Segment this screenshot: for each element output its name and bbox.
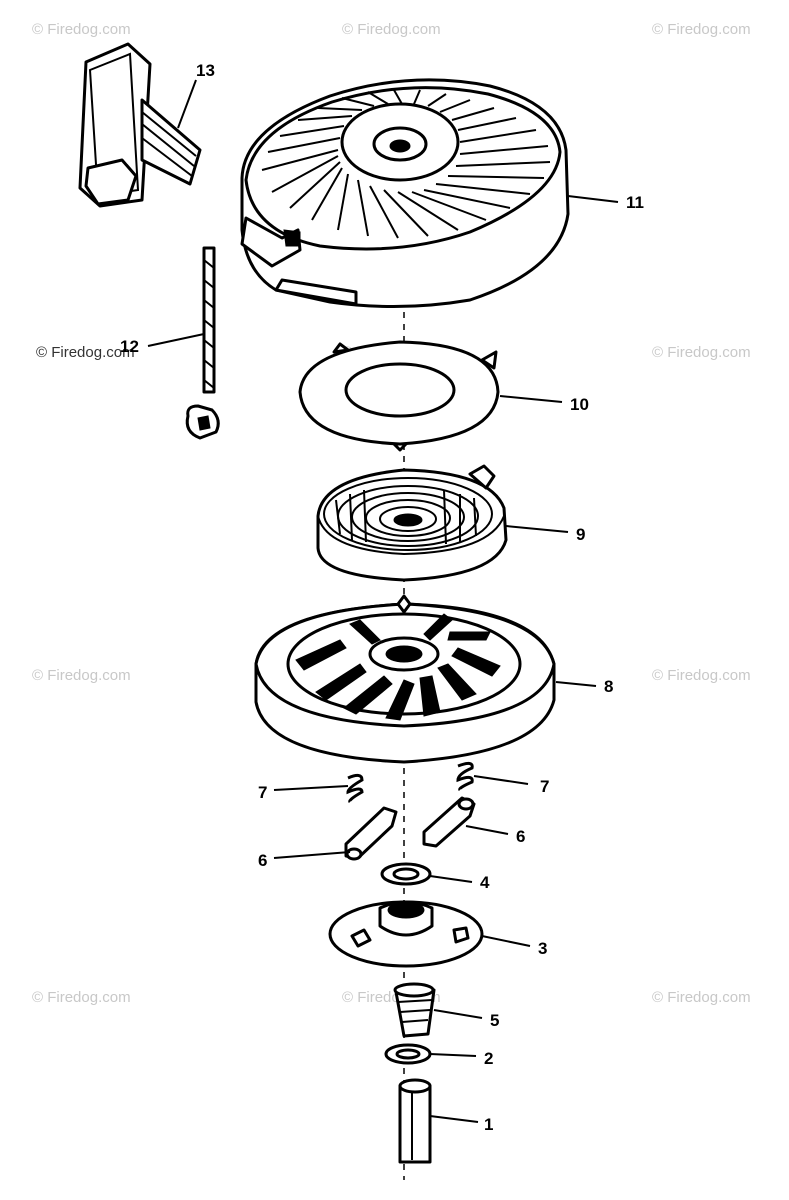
part-5-retainer-spring: [393, 982, 436, 1038]
part-8-rope-pulley: [254, 594, 556, 764]
part-4-washer: [380, 862, 432, 886]
part-11-starter-housing: [240, 78, 570, 309]
callout-11: 11: [626, 193, 644, 212]
leader-lines: [147, 79, 619, 1123]
callout-13: 13: [196, 61, 215, 80]
part-3-pawl-retainer: [328, 900, 484, 968]
callout-4: 4: [480, 873, 490, 892]
watermark-text: © Firedog.com: [652, 989, 751, 1006]
callout-6-left: 6: [258, 851, 267, 870]
watermark-text: © Firedog.com: [36, 344, 135, 361]
callout-7-right: 7: [540, 777, 549, 796]
part-1-center-pin: [398, 1078, 432, 1164]
callout-12: 12: [120, 337, 139, 356]
callout-1: 1: [484, 1115, 493, 1134]
part-6-pawl-left: [344, 806, 398, 861]
callout-8: 8: [604, 677, 613, 696]
watermark-text: © Firedog.com: [32, 21, 131, 38]
part-2-washer: [384, 1043, 432, 1065]
watermark-text: © Firedog.com: [342, 21, 441, 38]
callout-7-left: 7: [258, 783, 267, 802]
part-7-pawl-spring-right: [456, 761, 474, 792]
watermark-text: © Firedog.com: [652, 344, 751, 361]
callout-10: 10: [570, 395, 589, 414]
watermark-text: © Firedog.com: [32, 989, 131, 1006]
part-10-spring-cover-plate: [298, 340, 500, 452]
watermark-text: © Firedog.com: [32, 667, 131, 684]
watermark-text: © Firedog.com: [652, 667, 751, 684]
callout-9: 9: [576, 525, 585, 544]
callout-3: 3: [538, 939, 547, 958]
part-6-pawl-right: [422, 796, 476, 848]
part-9-recoil-spring: [316, 464, 508, 582]
callout-6-right: 6: [516, 827, 525, 846]
callout-5: 5: [490, 1011, 499, 1030]
part-12-starter-rope: [185, 246, 220, 440]
part-7-pawl-spring-left: [346, 773, 364, 804]
callout-2: 2: [484, 1049, 493, 1068]
part-13-starter-handle: [78, 42, 202, 208]
watermark-text: © Firedog.com: [652, 21, 751, 38]
